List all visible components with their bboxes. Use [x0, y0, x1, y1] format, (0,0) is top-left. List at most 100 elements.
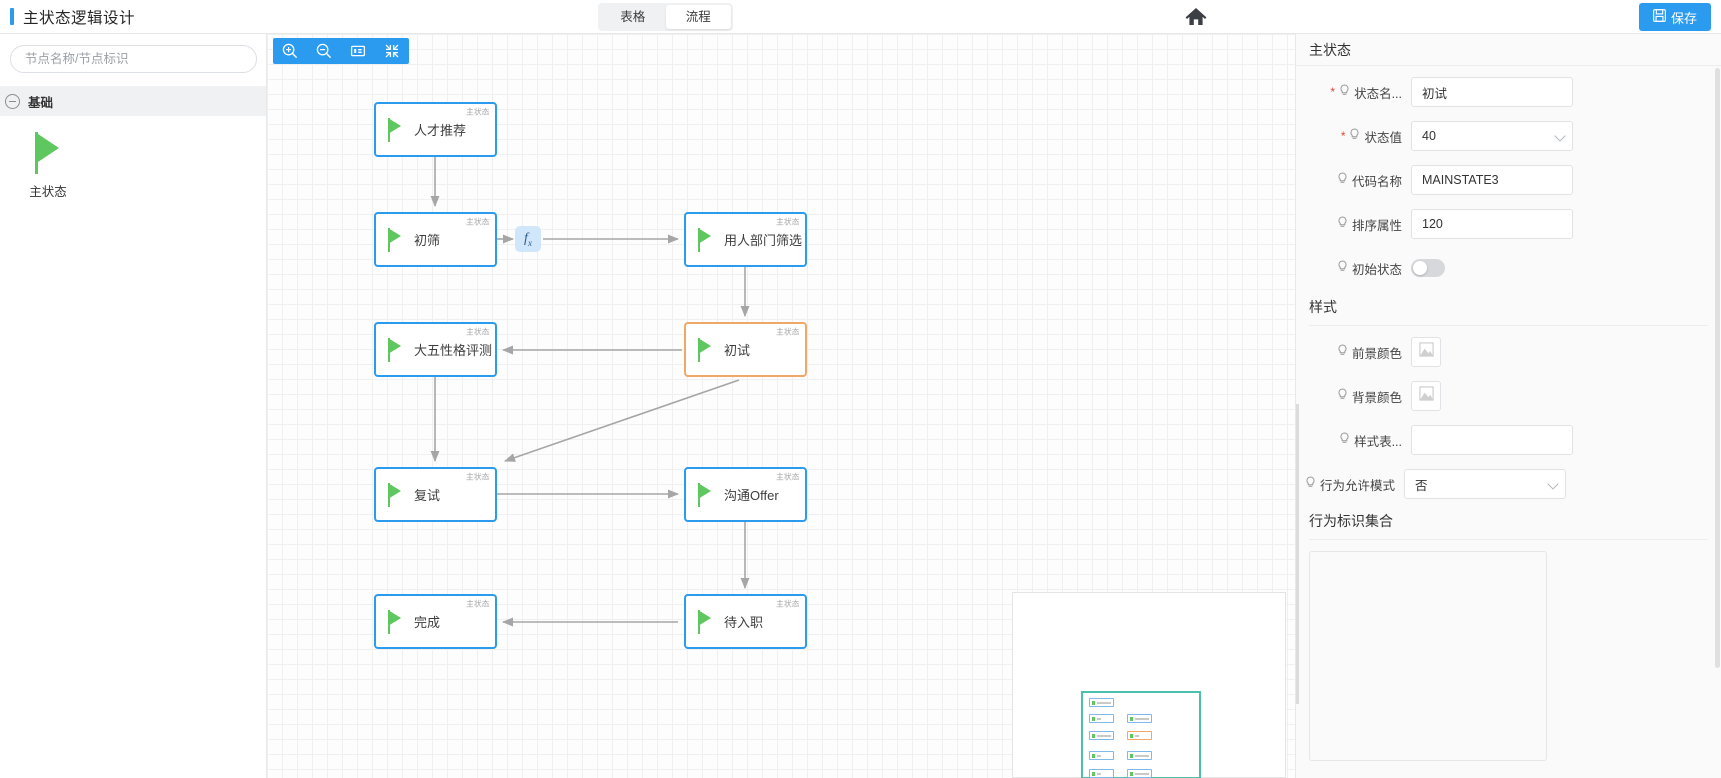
tab-flow[interactable]: 流程 — [665, 5, 731, 29]
minimap-viewport[interactable] — [1081, 691, 1201, 778]
flow-node-n4[interactable]: 主状态大五性格评测 — [374, 322, 497, 377]
search-input[interactable] — [25, 52, 242, 66]
required-asterisk: * — [1330, 85, 1336, 99]
node-type-badge: 主状态 — [466, 216, 490, 227]
panel-scroll-edge — [1296, 404, 1299, 704]
field-label-text: 排序属性 — [1351, 218, 1402, 233]
minimap[interactable] — [1012, 592, 1286, 778]
node-body: 待入职 — [686, 596, 805, 647]
field-label-text: 背景颜色 — [1351, 390, 1402, 405]
field-code-name-control — [1411, 165, 1573, 195]
palette-group-header[interactable]: 基础 — [0, 86, 266, 116]
node-label: 完成 — [414, 615, 441, 630]
behavior-id-set-box[interactable] — [1309, 551, 1547, 761]
field-background-color-label: 背景颜色 — [1296, 387, 1411, 406]
properties-panel: 主状态 * 状态名... * 状态值 — [1295, 34, 1721, 778]
state-value-select[interactable] — [1411, 121, 1573, 151]
style-sheet-input[interactable] — [1411, 425, 1573, 455]
flow-canvas[interactable]: 主状态人才推荐主状态初筛主状态用人部门筛选主状态大五性格评测主状态初试主状态复试… — [267, 34, 1295, 778]
field-style-sheet-label: 样式表... — [1296, 431, 1411, 450]
field-label-text: 状态名... — [1354, 86, 1402, 101]
field-background-color: 背景颜色 — [1296, 381, 1721, 411]
node-body: 大五性格评测 — [376, 324, 495, 375]
flow-node-n7[interactable]: 主状态沟通Offer — [684, 467, 807, 522]
field-label-text: 代码名称 — [1351, 174, 1402, 189]
green-flag-icon — [388, 609, 402, 634]
code-name-input[interactable] — [1411, 165, 1573, 195]
sort-attr-input[interactable] — [1411, 209, 1573, 239]
search-box[interactable] — [10, 45, 257, 73]
field-style-sheet: 样式表... — [1296, 425, 1721, 455]
image-placeholder-icon — [1418, 342, 1434, 362]
background-color-picker[interactable] — [1411, 381, 1441, 411]
palette-item-label: 主状态 — [29, 185, 67, 199]
home-icon[interactable] — [1184, 6, 1208, 28]
field-behavior-mode-control — [1404, 469, 1566, 499]
minus-circle-icon[interactable] — [5, 93, 20, 109]
save-button[interactable]: 保存 — [1638, 3, 1711, 31]
green-flag-icon — [698, 227, 712, 252]
initial-state-toggle[interactable] — [1411, 259, 1445, 277]
flow-node-n3[interactable]: 主状态用人部门筛选 — [684, 212, 807, 267]
foreground-color-picker[interactable] — [1411, 337, 1441, 367]
green-flag-icon — [388, 337, 402, 362]
left-sidebar: 基础 主状态 — [0, 34, 267, 778]
panel-scroll-thumb[interactable] — [1715, 68, 1720, 668]
field-code-name: 代码名称 — [1296, 165, 1721, 195]
zoom-in-icon[interactable] — [273, 38, 307, 64]
flow-node-n9[interactable]: 主状态待入职 — [684, 594, 807, 649]
edge-function-chip[interactable]: fx — [515, 226, 541, 252]
view-tabs[interactable]: 表格 流程 — [598, 3, 733, 31]
node-type-badge: 主状态 — [776, 471, 800, 482]
field-state-value-control — [1411, 121, 1573, 151]
collapse-all-icon[interactable] — [375, 38, 409, 64]
green-flag-icon — [388, 117, 402, 142]
field-label-text: 初始状态 — [1351, 262, 1402, 277]
image-placeholder-icon — [1418, 386, 1434, 406]
style-section-title: 样式 — [1309, 297, 1708, 326]
field-sort-attr-control — [1411, 209, 1573, 239]
bulb-icon — [1337, 388, 1348, 404]
field-foreground-color-label: 前景颜色 — [1296, 343, 1411, 362]
node-type-badge: 主状态 — [776, 326, 800, 337]
node-type-badge: 主状态 — [466, 326, 490, 337]
flow-node-n5[interactable]: 主状态初试 — [684, 322, 807, 377]
fit-view-icon[interactable] — [341, 38, 375, 64]
flow-node-n8[interactable]: 主状态完成 — [374, 594, 497, 649]
bulb-icon — [1305, 476, 1316, 492]
node-type-badge: 主状态 — [776, 598, 800, 609]
behavior-section-title: 行为标识集合 — [1309, 511, 1708, 540]
page-title: 主状态逻辑设计 — [23, 9, 136, 27]
flow-node-n6[interactable]: 主状态复试 — [374, 467, 497, 522]
field-state-name-label: * 状态名... — [1296, 83, 1411, 102]
green-flag-icon — [388, 482, 402, 507]
tab-table[interactable]: 表格 — [620, 10, 646, 24]
state-name-input[interactable] — [1411, 77, 1573, 107]
node-label: 人才推荐 — [414, 123, 467, 138]
node-label: 大五性格评测 — [414, 343, 493, 358]
behavior-mode-select[interactable] — [1404, 469, 1566, 499]
canvas-toolbar — [273, 38, 409, 64]
field-code-name-label: 代码名称 — [1296, 171, 1411, 190]
node-label: 初筛 — [414, 233, 441, 248]
node-body: 沟通Offer — [686, 469, 805, 520]
zoom-out-icon[interactable] — [307, 38, 341, 64]
field-sort-attr: 排序属性 — [1296, 209, 1721, 239]
field-initial-state-label: 初始状态 — [1296, 259, 1411, 278]
palette-item-main-state[interactable]: 主状态 — [12, 132, 84, 200]
properties-panel-title: 主状态 — [1296, 34, 1721, 66]
field-style-sheet-control — [1411, 425, 1573, 455]
bulb-icon — [1337, 260, 1348, 276]
field-initial-state-control — [1411, 259, 1445, 277]
field-label-text: 状态值 — [1364, 130, 1402, 145]
panel-scrollbar[interactable] — [1715, 68, 1720, 778]
save-button-label: 保存 — [1670, 10, 1697, 26]
flow-node-n1[interactable]: 主状态人才推荐 — [374, 102, 497, 157]
node-body: 初试 — [686, 324, 805, 375]
bulb-icon — [1339, 84, 1350, 100]
top-bar: 主状态逻辑设计 表格 流程 保存 — [0, 0, 1721, 34]
bulb-icon — [1337, 344, 1348, 360]
field-initial-state: 初始状态 — [1296, 253, 1721, 283]
flow-node-n2[interactable]: 主状态初筛 — [374, 212, 497, 267]
field-label-text: 前景颜色 — [1351, 346, 1402, 361]
